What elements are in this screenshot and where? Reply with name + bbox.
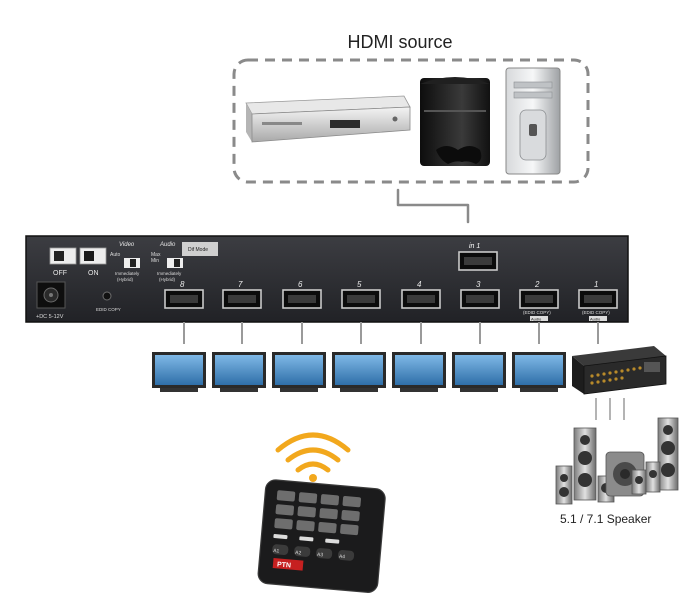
output-port-5	[341, 289, 381, 309]
output-port-2	[519, 289, 559, 309]
output-port-6	[282, 289, 322, 309]
remote-button-a2: A2	[295, 550, 302, 557]
max-label: Max	[151, 252, 161, 258]
speaker-label: 5.1 / 7.1 Speaker	[560, 512, 652, 526]
output-number-5: 5	[357, 280, 362, 289]
pc-tower-icon	[505, 67, 561, 175]
edid-copy-label-1: (EDID COPY)	[582, 310, 610, 315]
hdmi-switch-panel	[25, 235, 629, 323]
remote-brand: PTN	[277, 561, 292, 569]
output-number-3: 3	[476, 280, 481, 289]
output-number-4: 4	[417, 280, 422, 289]
remote-button-a4: A4	[339, 554, 346, 561]
source-frame	[232, 58, 590, 184]
auto-label: Auto	[110, 252, 121, 258]
tv-display-icon	[212, 352, 266, 392]
min-label: Min	[151, 258, 159, 264]
output-number-1: 1	[594, 280, 598, 289]
power-on-label: ON	[88, 270, 99, 277]
output-connectors	[183, 322, 599, 344]
hdmi-source-title: HDMI source	[347, 32, 453, 52]
output-number-8: 8	[180, 280, 185, 289]
ir-edid-label: EDID COPY	[96, 307, 121, 312]
output-port-4	[401, 289, 441, 309]
immediately-video-label: Immediately	[115, 271, 140, 276]
dc-power-label: +DC 5-12V	[36, 314, 64, 320]
speaker-connectors	[595, 398, 625, 420]
tv-display-icon	[152, 352, 206, 392]
av-receiver-icon	[572, 346, 667, 395]
source-connector	[396, 188, 470, 224]
tv-display-icon	[272, 352, 326, 392]
hybrid-video-label: (Hybrid)	[117, 277, 134, 282]
output-port-8	[164, 289, 204, 309]
power-off-label: OFF	[53, 270, 67, 277]
tv-display-icon	[512, 352, 566, 392]
audio-port-label-1: Audio	[590, 316, 601, 321]
hybrid-audio-label: (Hybrid)	[159, 277, 176, 282]
wireless-signal-icon	[275, 432, 351, 473]
output-port-1	[578, 289, 618, 309]
dvd-player-icon	[245, 95, 411, 143]
mode-label: Dif Mode	[188, 247, 208, 253]
immediately-audio-label: Immediately	[157, 271, 182, 276]
speaker-system-icon	[555, 417, 679, 505]
remote-button-a3: A3	[317, 552, 324, 559]
audio-port-label-2: Audio	[531, 316, 542, 321]
output-port-7	[222, 289, 262, 309]
tv-display-icon	[392, 352, 446, 392]
tv-display-icon	[452, 352, 506, 392]
output-port-3	[460, 289, 500, 309]
wireless-dot	[309, 474, 317, 482]
remote-button-a1: A1	[273, 548, 280, 555]
output-number-6: 6	[298, 280, 303, 289]
remote-control-icon	[257, 479, 386, 593]
output-number-7: 7	[238, 280, 243, 289]
input-label: in 1	[469, 243, 480, 250]
edid-copy-label-2: (EDID COPY)	[523, 310, 551, 315]
ps3-console-icon	[420, 77, 490, 166]
tv-display-icon	[332, 352, 386, 392]
output-number-2: 2	[534, 280, 540, 289]
video-label: Video	[119, 242, 135, 248]
audio-label: Audio	[159, 242, 176, 248]
